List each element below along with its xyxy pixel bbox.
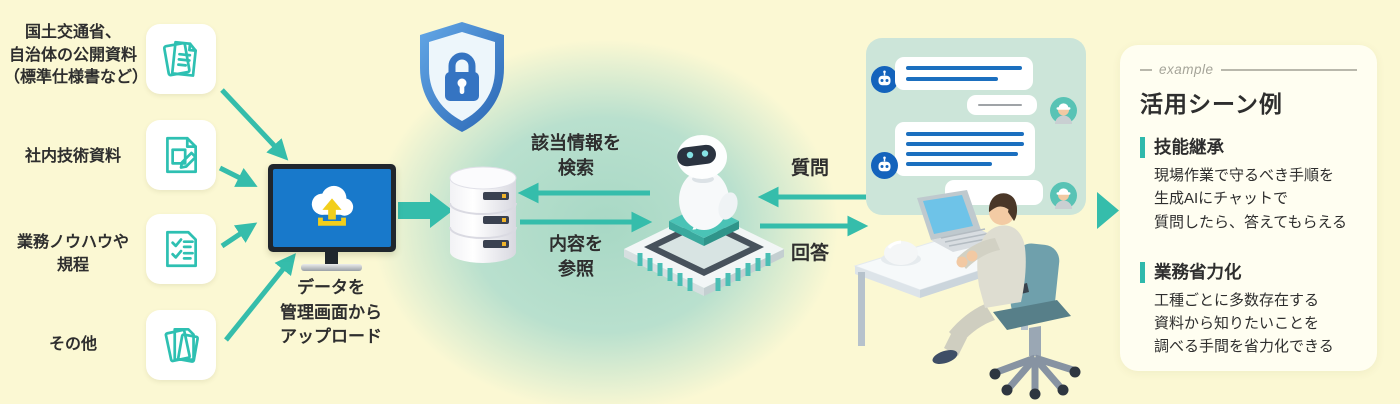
- person: [932, 193, 1026, 364]
- monitor-stand-base: [301, 264, 362, 271]
- worker-avatar: [1050, 97, 1077, 124]
- example-rule: [1220, 68, 1357, 71]
- papers-icon: [164, 327, 199, 363]
- chat-bubble-bot: [895, 122, 1035, 176]
- robot-visor: [677, 144, 716, 167]
- security-shield-lock-icon: [420, 22, 504, 132]
- feature-body: 工種ごとに多数存在する 資料から知りたいことを 調べる手間を省力化できる: [1154, 291, 1334, 356]
- chair: [989, 243, 1081, 400]
- question-label: 質問: [790, 158, 829, 179]
- database-icon: [449, 166, 517, 263]
- source-label-knowhow: 業務ノウハウや 規程: [16, 234, 129, 274]
- source-label-internal-docs: 社内技術資料: [24, 148, 121, 165]
- arrow-source1-to-monitor: [220, 88, 289, 161]
- chat-bubble-user: [967, 95, 1037, 115]
- source-label-public-docs: 国土交通省、 自治体の公開資料 （標準仕様書など）: [4, 24, 149, 87]
- upload-caption: データを 管理画面から アップロード: [280, 278, 382, 347]
- chat-bubble-bot: [895, 57, 1033, 90]
- panel-title: 活用シーン例: [1140, 91, 1283, 117]
- feature-skill-transfer: 技能継承 現場作業で守るべき手順を 生成AIにチャットで 質問したら、答えてもら…: [1140, 137, 1357, 234]
- db-label-strips: [483, 192, 509, 248]
- chip-pins: [637, 253, 771, 291]
- arrow-monitor-to-db: [398, 193, 453, 228]
- example-panel: example 活用シーン例 技能継承 現場作業で守るべき手順を 生成AIにチャ…: [1120, 45, 1377, 371]
- person-at-desk-illustration: [853, 190, 1081, 400]
- bot-avatar: [871, 152, 898, 179]
- worker-avatar: [1050, 182, 1077, 209]
- refer-flow-label: 内容を 参照: [549, 234, 603, 280]
- example-dash: [1140, 68, 1152, 71]
- feature-heading: 業務省力化: [1140, 261, 1357, 283]
- source-card-internal-docs: [146, 120, 216, 190]
- chat-window: [866, 38, 1086, 215]
- source-card-other: [146, 310, 216, 380]
- monitor-stand-neck: [325, 252, 338, 265]
- robot: [677, 135, 738, 230]
- hard-hat: [881, 240, 921, 266]
- monitor-screen: [273, 169, 391, 247]
- bot-avatar: [871, 66, 898, 93]
- example-tag-row: example: [1140, 62, 1357, 77]
- ai-robot-on-chip: AI: [624, 135, 784, 296]
- feature-body: 現場作業で守るべき手順を 生成AIにチャットで 質問したら、答えてもらえる: [1154, 167, 1348, 231]
- upload-monitor: [268, 164, 396, 252]
- source-label-other: その他: [48, 336, 97, 353]
- example-tag: example: [1159, 62, 1214, 77]
- arrow-source3-to-monitor: [220, 222, 258, 249]
- arrow-source2-to-monitor: [218, 165, 258, 187]
- search-flow-label: 該当情報を 検索: [531, 133, 621, 179]
- answer-label: 回答: [790, 243, 829, 264]
- source-card-public-docs: [146, 24, 216, 94]
- blueprint-edit-icon: [166, 136, 197, 174]
- documents-icon: [162, 40, 197, 77]
- checklist-icon: [166, 230, 197, 268]
- feature-heading: 技能継承: [1140, 137, 1357, 158]
- feature-labor-saving: 業務省力化 工種ごとに多数存在する 資料から知りたいことを 調べる手間を省力化で…: [1140, 261, 1357, 359]
- cloud-upload-icon: [311, 185, 354, 226]
- source-card-knowhow: [146, 214, 216, 284]
